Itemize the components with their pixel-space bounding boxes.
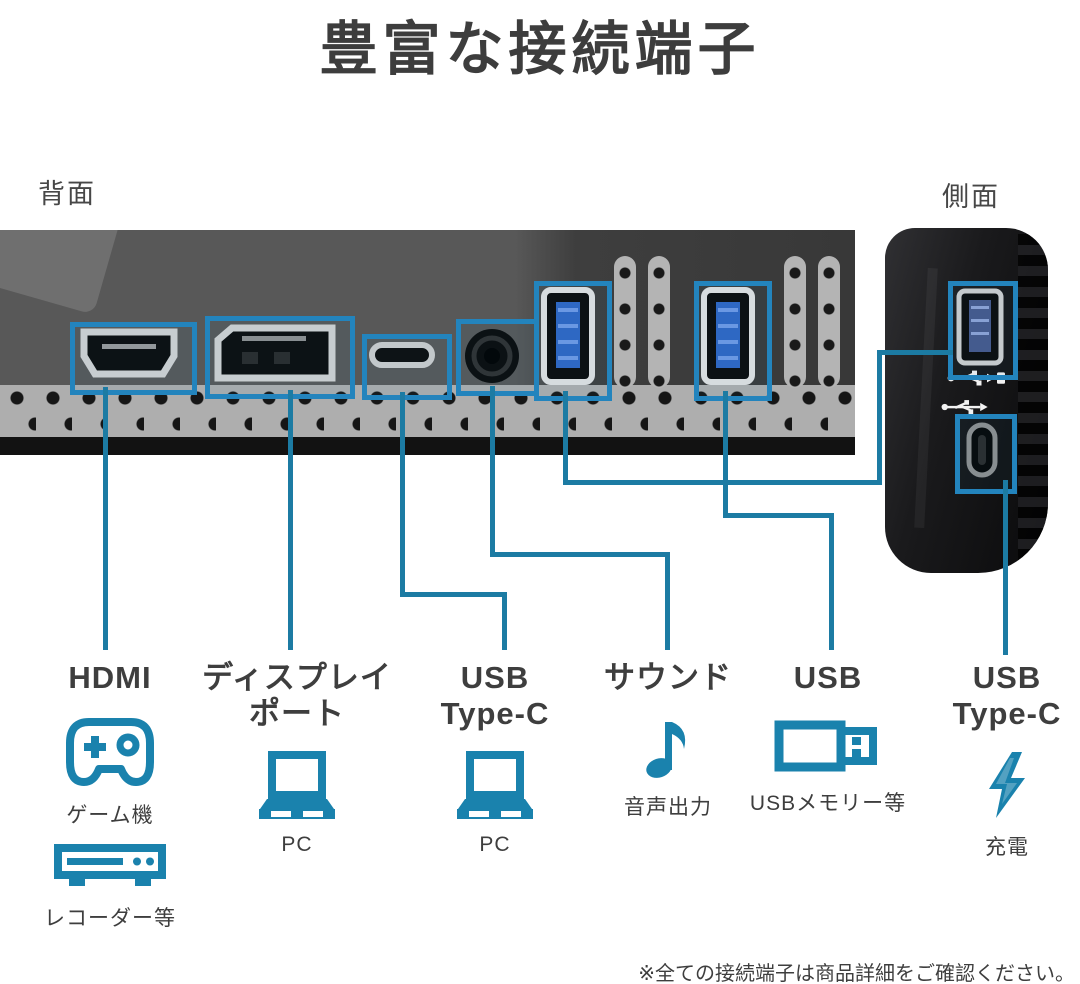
side-usb-a-highlight-box (948, 281, 1018, 380)
photo-bottom-edge (0, 437, 855, 455)
disclaimer-note: ※全ての接続端子は商品詳細をご確認ください。 (638, 963, 1075, 984)
vent-slat (614, 256, 636, 388)
usb-a-2-callout-line (829, 513, 834, 650)
displayport-callout-line (288, 390, 293, 650)
laptop-icon (187, 750, 407, 827)
audio-callout-line (490, 552, 670, 557)
usb-memory-icon (718, 714, 938, 781)
port-label: サウンド (604, 660, 732, 695)
gamepad-icon (0, 714, 220, 793)
port-label: Type-C (952, 696, 1062, 731)
side-usb-c-callout-line (1003, 480, 1008, 655)
vent-slat (648, 256, 670, 388)
usage-caption: 音声出力 (624, 796, 712, 819)
usb-c-port-back (369, 342, 435, 368)
usage-caption: PC (281, 833, 313, 856)
usb-icon (941, 400, 988, 414)
port-label: USB (972, 660, 1042, 695)
usage-caption: PC (479, 833, 511, 856)
usage-caption: ゲーム機 (66, 804, 154, 827)
hdmi-callout-line (103, 387, 108, 650)
column-displayport: ディスプレイ ポート PC (187, 660, 407, 857)
column-usb: USB USBメモリー等 (718, 660, 938, 817)
port-label: ディスプレイ (202, 660, 392, 695)
lightning-bolt-icon (897, 750, 1080, 825)
usb-a-2-highlight-box (694, 281, 772, 401)
port-label: HDMI (68, 660, 152, 695)
audio-highlight-box (456, 319, 539, 396)
column-hdmi: HDMI ゲーム機 レコーダー等 (0, 660, 220, 932)
side-section-label: 側面 (942, 182, 1000, 212)
stand-arm (0, 230, 121, 315)
column-usb-type-c-side: USB Type-C 充電 (897, 660, 1080, 861)
usb-a-1-callout-line (563, 391, 568, 485)
usb-a-port-back-1 (541, 287, 595, 385)
page-title: 豊富な接続端子 (319, 17, 761, 82)
usage-caption: 充電 (985, 836, 1029, 859)
audio-jack (465, 329, 519, 383)
back-section-label: 背面 (38, 179, 96, 209)
usb-a-2-callout-line (723, 391, 728, 518)
side-ridge (914, 267, 938, 529)
column-usb-type-c-back: USB Type-C PC (385, 660, 605, 857)
music-note-icon (558, 714, 778, 785)
usb-a-port-back-2 (701, 287, 755, 385)
audio-callout-line (665, 552, 670, 650)
usb-c-back-highlight-box (362, 334, 452, 400)
usage-caption: レコーダー等 (44, 907, 176, 930)
usage-caption: USBメモリー等 (749, 792, 907, 815)
vent-slat (784, 256, 806, 388)
usb-c-back-callout-line (400, 392, 405, 597)
usb-a-port-side (956, 288, 1004, 366)
column-sound: サウンド 音声出力 (558, 660, 778, 821)
usb-a-2-callout-line (723, 513, 834, 518)
displayport-highlight-box (205, 316, 355, 399)
displayport-port (214, 324, 336, 382)
usb-link-line (877, 350, 882, 485)
port-label: USB (460, 660, 530, 695)
monitor-back-photo (0, 230, 855, 455)
side-vent-fin (1018, 234, 1048, 566)
laptop-icon (385, 750, 605, 827)
recorder-icon (0, 843, 220, 896)
port-label: Type-C (440, 696, 550, 731)
audio-callout-line (490, 386, 495, 557)
usb-c-port-side (966, 422, 998, 478)
usb-c-back-callout-line (400, 592, 507, 597)
port-label: ポート (249, 696, 345, 731)
usb-a-1-highlight-box (534, 281, 612, 401)
hdmi-port (80, 328, 178, 378)
usb-c-back-callout-line (502, 592, 507, 650)
vent-slat (818, 256, 840, 388)
port-label: USB (793, 660, 863, 695)
side-usb-a-callout-line (877, 350, 953, 355)
hdmi-highlight-box (70, 322, 197, 395)
usb-link-line (563, 480, 882, 485)
